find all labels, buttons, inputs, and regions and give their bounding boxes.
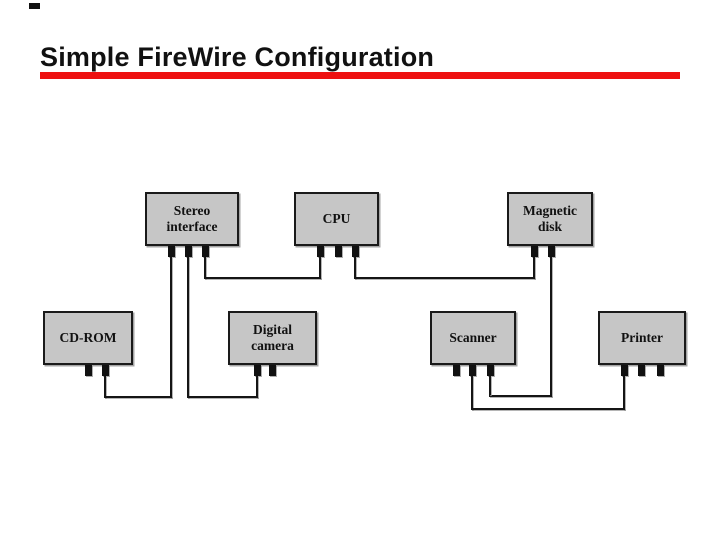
- wire-scanner-printer-a: [471, 376, 473, 410]
- port-stereo-1: [168, 246, 175, 257]
- node-label: Stereo interface: [166, 202, 218, 234]
- port-printer-1: [621, 365, 628, 376]
- wire-cpu-magnetic-a: [354, 257, 356, 279]
- node-printer: Printer: [598, 311, 686, 365]
- title-underline: [40, 72, 680, 79]
- wire-cdrom-stereo-a: [104, 376, 106, 398]
- port-cpu-3: [352, 246, 359, 257]
- node-stereo-interface: Stereo interface: [145, 192, 239, 246]
- port-scanner-1: [453, 365, 460, 376]
- wire-scanner-printer-c: [623, 376, 625, 410]
- port-printer-3: [657, 365, 664, 376]
- node-digital-camera: Digital camera: [228, 311, 317, 365]
- node-label: Scanner: [449, 329, 497, 345]
- wire-cpu-magnetic-b: [354, 277, 535, 279]
- port-digital-camera-1: [254, 365, 261, 376]
- port-cd-rom-1: [85, 365, 92, 376]
- port-scanner-2: [469, 365, 476, 376]
- port-printer-2: [638, 365, 645, 376]
- wire-scanner-printer-b: [471, 408, 625, 410]
- wire-cdrom-stereo-b: [104, 396, 172, 398]
- port-stereo-3: [202, 246, 209, 257]
- node-label: Digital camera: [251, 321, 294, 353]
- port-cpu-1: [317, 246, 324, 257]
- node-magnetic-disk: Magnetic disk: [507, 192, 593, 246]
- node-cpu: CPU: [294, 192, 379, 246]
- wire-stereo-camera-c: [256, 376, 258, 398]
- wire-stereo-cpu-c: [319, 257, 321, 279]
- slide-title: Simple FireWire Configuration: [40, 42, 435, 72]
- node-label: Magnetic disk: [523, 202, 577, 234]
- node-scanner: Scanner: [430, 311, 516, 365]
- port-magnetic-disk-2: [548, 246, 555, 257]
- node-label: CPU: [322, 210, 351, 226]
- port-scanner-3: [487, 365, 494, 376]
- node-label: CD-ROM: [59, 329, 117, 345]
- port-digital-camera-2: [269, 365, 276, 376]
- wire-magnetic-scanner-c: [489, 376, 491, 395]
- node-label: Printer: [621, 329, 663, 345]
- node-cd-rom: CD-ROM: [43, 311, 133, 365]
- wire-cpu-magnetic-c: [533, 257, 535, 279]
- port-cpu-2: [335, 246, 342, 257]
- port-cd-rom-2: [102, 365, 109, 376]
- wire-stereo-cpu-b: [204, 277, 321, 279]
- port-stereo-2: [185, 246, 192, 257]
- wire-stereo-camera-a: [187, 257, 189, 398]
- wire-stereo-cpu-a: [204, 257, 206, 279]
- wire-stereo-camera-b: [187, 396, 258, 398]
- corner-mark: [29, 3, 40, 9]
- wire-cdrom-stereo-c: [170, 257, 172, 398]
- port-magnetic-disk-1: [531, 246, 538, 257]
- wire-magnetic-scanner-a: [550, 257, 552, 397]
- wire-magnetic-scanner-b: [489, 395, 552, 397]
